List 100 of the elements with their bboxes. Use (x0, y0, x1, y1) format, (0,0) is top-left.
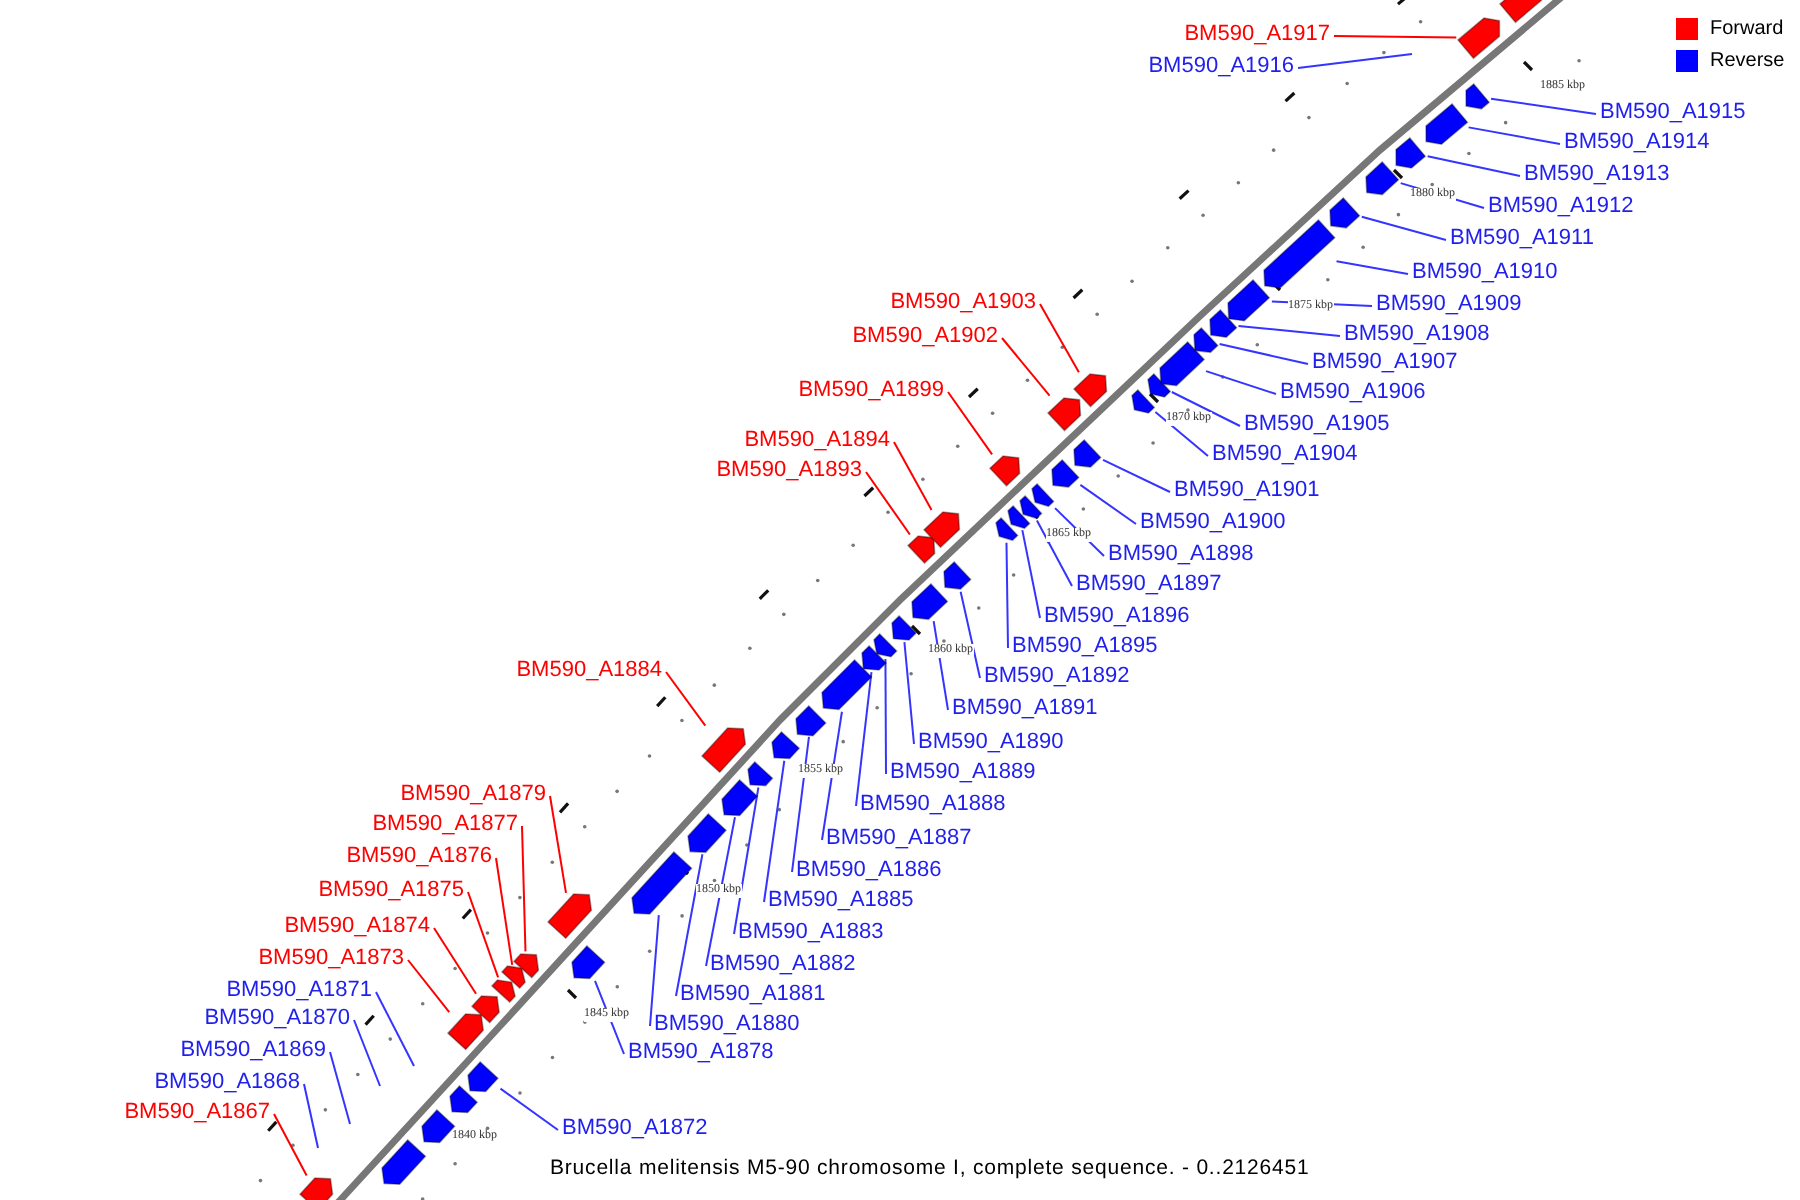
gene-label: BM590_A1900 (1140, 510, 1286, 536)
leader-line (1021, 529, 1041, 619)
gene-label: BM590_A1906 (1280, 380, 1426, 406)
gene-label: BM590_A1892 (984, 664, 1130, 690)
gene-feature (1006, 503, 1033, 531)
leader-line (884, 658, 887, 775)
gene-label: BM590_A1911 (1450, 226, 1594, 252)
leader-line (1467, 126, 1561, 145)
gene-label: BM590_A1879 (400, 782, 546, 808)
gene-feature (910, 581, 951, 622)
gene-feature (987, 454, 1021, 489)
leader-line (855, 671, 873, 807)
leader-line (821, 710, 843, 841)
gene-feature (794, 703, 828, 737)
leader-line (1079, 483, 1137, 525)
gene-feature (699, 725, 747, 774)
gene-feature (629, 849, 694, 916)
gene-label: BM590_A1899 (798, 378, 944, 404)
gene-feature (1364, 159, 1401, 196)
gene-feature (466, 1059, 501, 1094)
gene-label: BM590_A1908 (1344, 322, 1490, 348)
leader-line (521, 825, 527, 953)
gene-label: BM590_A1896 (1044, 604, 1190, 630)
gene-label: BM590_A1885 (768, 888, 914, 914)
gene-label: BM590_A1882 (710, 952, 856, 978)
gene-feature (1049, 458, 1081, 490)
leader-line (733, 786, 760, 935)
gene-label: BM590_A1871 (226, 978, 372, 1004)
leader-line (1360, 215, 1447, 241)
gene-feature (1046, 395, 1083, 433)
leader-line (649, 914, 660, 1027)
gene-label: BM590_A1910 (1412, 260, 1558, 286)
leader-line (499, 1087, 559, 1131)
leader-line (303, 1083, 319, 1149)
leader-line (594, 979, 625, 1055)
gene-label: BM590_A1870 (204, 1006, 350, 1032)
gene-feature (380, 1138, 428, 1188)
gene-label: BM590_A1907 (1312, 350, 1458, 376)
gene-label: BM590_A1905 (1244, 412, 1390, 438)
gene-label: BM590_A1894 (744, 428, 890, 454)
gene-label: BM590_A1909 (1376, 292, 1522, 318)
gene-label: BM590_A1874 (284, 914, 430, 940)
leader-line (1335, 260, 1409, 275)
gene-feature (922, 509, 963, 550)
leader-line (1333, 35, 1458, 39)
gene-label: BM590_A1889 (890, 760, 1036, 786)
gene-label: BM590_A1890 (918, 730, 1064, 756)
gene-label: BM590_A1880 (654, 1012, 800, 1038)
leader-line (353, 1019, 381, 1087)
gene-feature (1456, 15, 1502, 60)
gene-label: BM590_A1869 (180, 1038, 326, 1064)
gene-feature (470, 993, 502, 1025)
gene-label: BM590_A1914 (1564, 130, 1710, 156)
leader-line (675, 853, 704, 997)
leader-line (763, 759, 786, 903)
gene-label: BM590_A1875 (318, 878, 464, 904)
leader-line (665, 671, 707, 727)
gene-feature (1145, 371, 1172, 399)
gene-feature (859, 644, 888, 673)
leader-line (1297, 53, 1413, 69)
gene-feature (872, 632, 899, 660)
gene-label: BM590_A1902 (852, 324, 998, 350)
leader-line (1426, 155, 1521, 177)
leader-line (1001, 337, 1051, 397)
gene-label: BM590_A1893 (716, 458, 862, 484)
gene-label: BM590_A1913 (1524, 162, 1670, 188)
leader-line (1039, 303, 1080, 374)
gene-feature (1226, 278, 1272, 323)
leader-line (1154, 411, 1209, 457)
leader-line (467, 891, 500, 979)
gene-label: BM590_A1903 (890, 290, 1036, 316)
gene-feature (1017, 494, 1043, 521)
gene-label: BM590_A1867 (124, 1100, 270, 1126)
gene-feature (447, 1083, 479, 1114)
gene-feature (819, 658, 873, 712)
gene-label: BM590_A1898 (1108, 542, 1254, 568)
leader-line (959, 590, 981, 679)
leader-line (273, 1113, 308, 1177)
gene-label: BM590_A1878 (628, 1040, 774, 1066)
leader-line (1237, 325, 1341, 337)
leader-line (865, 471, 911, 536)
leader-line (1205, 370, 1277, 395)
gene-feature (905, 534, 937, 566)
gene-feature (770, 730, 803, 761)
gene-feature (685, 811, 728, 855)
gene-label: BM590_A1901 (1174, 478, 1320, 504)
gene-feature (1463, 82, 1491, 112)
gene-label: BM590_A1888 (860, 792, 1006, 818)
gene-label: BM590_A1916 (1148, 54, 1294, 80)
leader-line (433, 927, 478, 995)
legend-label: Reverse (1710, 50, 1785, 72)
gene-feature (511, 951, 541, 979)
gene-label: BM590_A1868 (154, 1070, 300, 1096)
gene-feature (569, 944, 606, 981)
leader-line (495, 857, 514, 966)
gene-label: BM590_A1884 (516, 658, 662, 684)
leader-line (893, 441, 933, 511)
gene-label: BM590_A1891 (952, 696, 1098, 722)
leader-line (407, 959, 451, 1014)
gene-feature (1191, 326, 1220, 355)
